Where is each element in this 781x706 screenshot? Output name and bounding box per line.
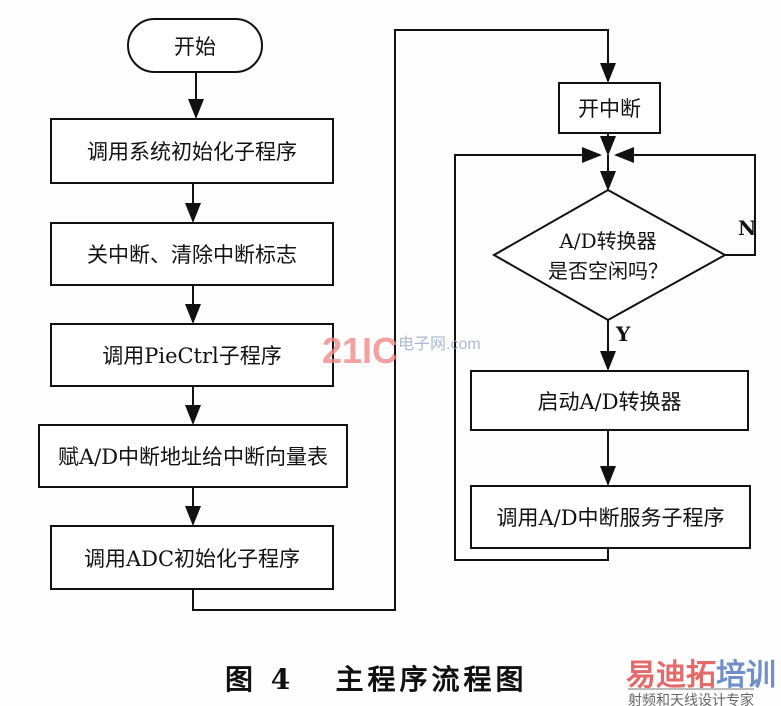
watermark-blue: 培训 bbox=[716, 659, 776, 692]
figure-caption: 图 4 主程序流程图 bbox=[225, 663, 528, 696]
watermark-main: 21IC bbox=[322, 330, 399, 371]
decision-line-1: A/D转换器 bbox=[559, 229, 657, 253]
step-piectrl: 调用PieCtrl子程序 bbox=[50, 323, 334, 387]
step-disable-interrupt: 关中断、清除中断标志 bbox=[50, 222, 334, 286]
step-adc-init: 调用ADC初始化子程序 bbox=[50, 525, 334, 590]
yes-label: Y bbox=[616, 322, 631, 346]
watermark-sub: 电子网.com bbox=[398, 336, 481, 353]
decision-adc-idle: A/D转换器 是否空闲吗？ bbox=[520, 226, 696, 286]
no-label: N bbox=[738, 216, 757, 240]
decision-line-2: 是否空闲吗？ bbox=[548, 259, 668, 283]
step-adc-isr: 调用A/D中断服务子程序 bbox=[470, 485, 751, 549]
watermark-red: 易迪拓 bbox=[626, 659, 716, 692]
step-vector-table: 赋A/D中断地址给中断向量表 bbox=[38, 424, 348, 488]
start-terminal: 开始 bbox=[127, 18, 263, 73]
step-enable-interrupt: 开中断 bbox=[558, 82, 661, 134]
step-start-adc: 启动A/D转换器 bbox=[470, 370, 749, 431]
watermark-tagline: 射频和天线设计专家 bbox=[628, 688, 754, 706]
watermark-21ic: 21IC电子网.com bbox=[322, 330, 481, 372]
step-init-system: 调用系统初始化子程序 bbox=[50, 118, 334, 184]
watermark-edatop: 易迪拓培训 bbox=[626, 650, 776, 694]
